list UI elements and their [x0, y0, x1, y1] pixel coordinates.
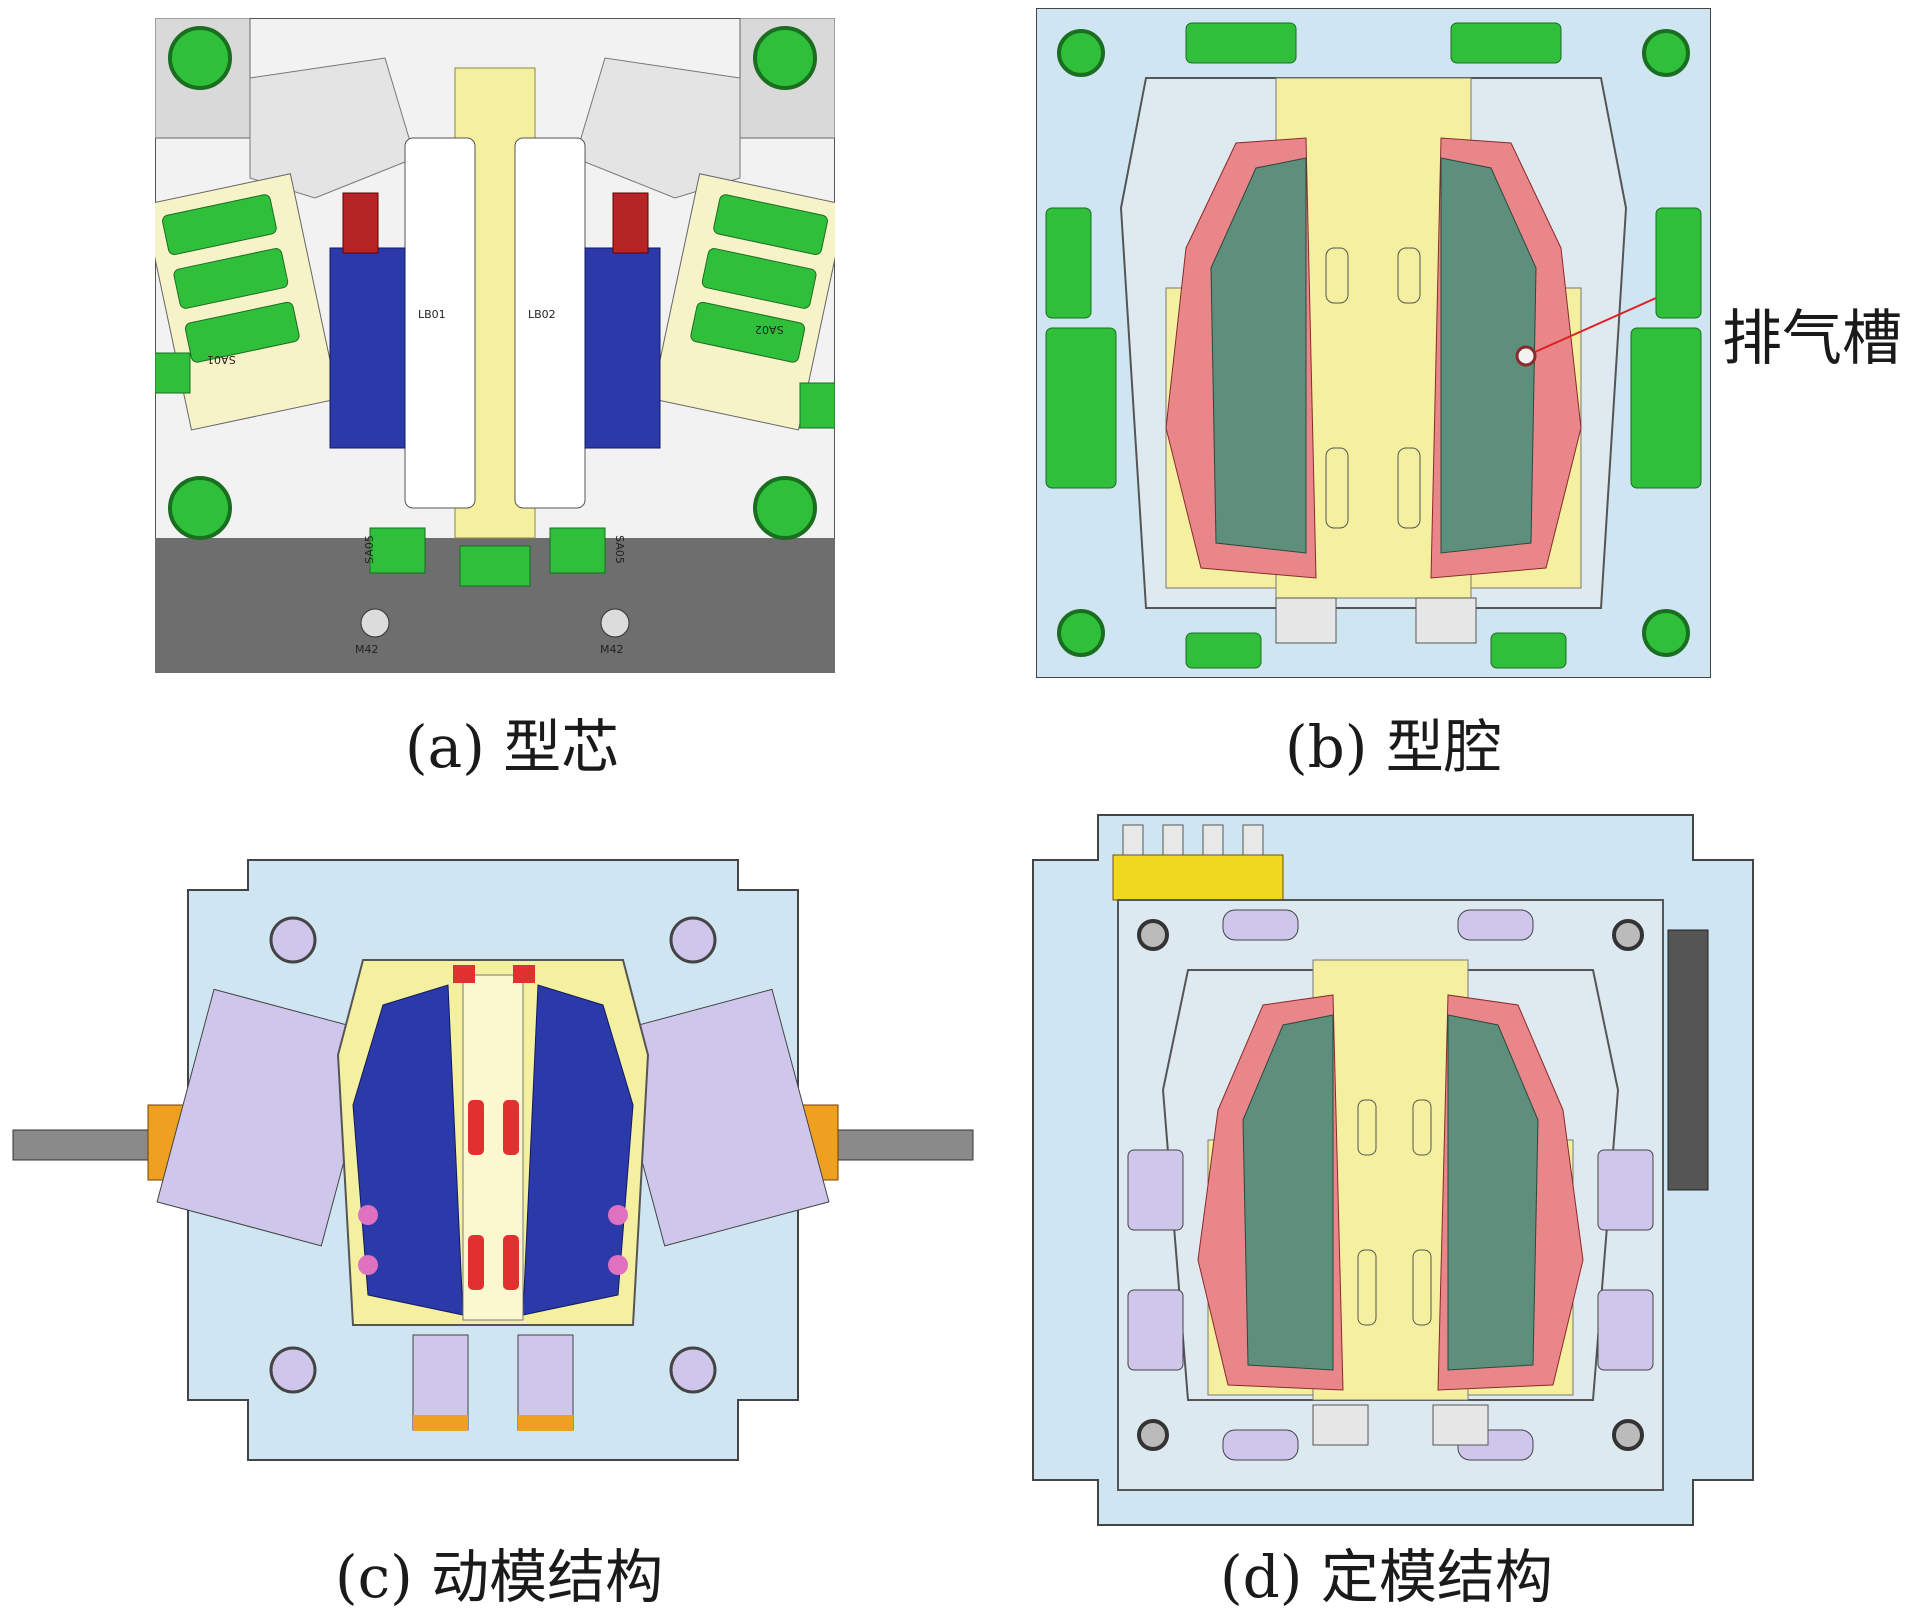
cavity-drawing [1036, 8, 1711, 678]
lifter-right [584, 247, 661, 449]
fixed-mold-drawing [1032, 814, 1754, 1526]
panel-d-fixed-mold [1028, 810, 1763, 1530]
connector-strip [1667, 929, 1709, 1191]
panel-a-core: LB01 LB02 SA01 SA02 SA05 SA05 M42 M42 [155, 18, 835, 673]
lifter-left [329, 247, 406, 449]
caption-d: (d) 定模结构 [1220, 1543, 1553, 1611]
guide-pillar-icon [168, 26, 232, 90]
core-insert-left [404, 137, 476, 509]
caption-c: (c) 动模结构 [335, 1543, 664, 1611]
core-label-m42-left: M42 [355, 643, 379, 656]
lifter-left [352, 984, 464, 1316]
vent-callout-line [1525, 297, 1657, 357]
moving-mold-drawing [12, 859, 974, 1461]
guide-pillar-icon [753, 476, 817, 540]
core-label-m42-right: M42 [600, 643, 624, 656]
core-label-sa01: SA01 [207, 353, 236, 366]
core-label-lb01: LB01 [418, 308, 446, 321]
panel-c-moving-mold [8, 855, 978, 1465]
lifter-right [522, 984, 634, 1316]
core-label-lb02: LB02 [528, 308, 556, 321]
core-drawing [155, 18, 835, 673]
guide-pillar-icon [168, 476, 232, 540]
core-label-sa05-left: SA05 [362, 535, 376, 564]
vent-groove-label: 排气槽 [1722, 304, 1902, 374]
core-label-sa05-right: SA05 [612, 535, 626, 564]
vent-slot-icon [1515, 345, 1537, 367]
cavity-surface-left [1210, 157, 1307, 554]
water-manifold [1112, 854, 1284, 901]
caption-b: (b) 型腔 [1285, 713, 1502, 781]
caption-a: (a) 型芯 [405, 713, 620, 781]
panel-b-cavity [1036, 8, 1711, 678]
core-label-sa02: SA02 [755, 323, 784, 336]
core-insert-right [514, 137, 586, 509]
guide-pillar-icon [753, 26, 817, 90]
cavity-surface-right [1440, 157, 1537, 554]
